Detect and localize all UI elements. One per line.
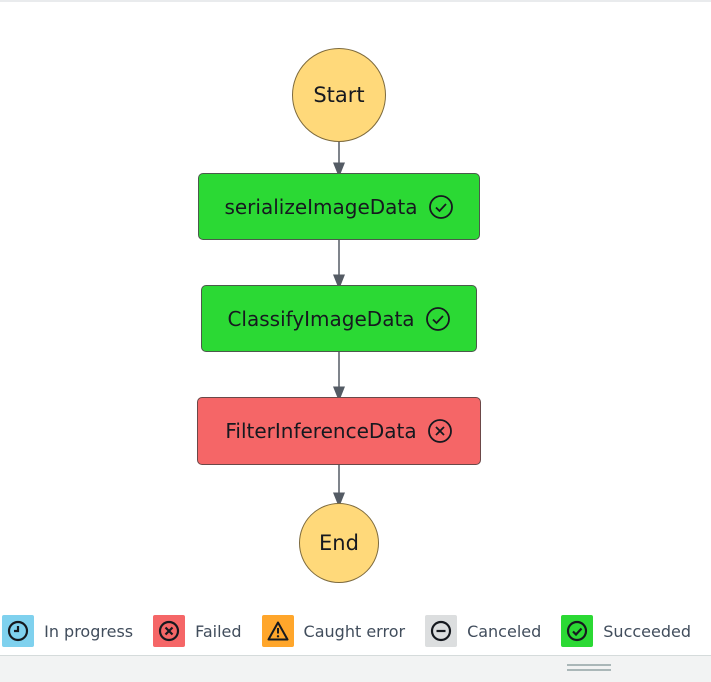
end-label: End xyxy=(319,531,359,555)
resize-handle[interactable] xyxy=(567,664,611,674)
start-label: Start xyxy=(313,83,365,107)
graph-connectors xyxy=(333,141,345,508)
state-serialize-image-data[interactable]: serializeImageData xyxy=(198,173,480,240)
state-label: serializeImageData xyxy=(224,194,418,219)
state-classify-image-data[interactable]: ClassifyImageData xyxy=(201,285,477,352)
legend-caught-error: Caught error xyxy=(261,615,406,647)
top-border xyxy=(0,0,711,2)
legend-in-progress: In progress xyxy=(2,615,133,647)
legend-canceled: Canceled xyxy=(425,615,541,647)
legend-label: Failed xyxy=(195,621,242,641)
legend-divider xyxy=(0,655,711,656)
warning-icon xyxy=(261,615,294,647)
clock-icon xyxy=(2,615,35,647)
check-circle-icon xyxy=(561,615,594,647)
minus-circle-icon xyxy=(425,615,458,647)
x-circle-icon xyxy=(153,615,186,647)
status-legend: In progress Failed Caught error Can xyxy=(0,607,711,655)
end-node[interactable]: End xyxy=(299,503,379,583)
legend-succeeded: Succeeded xyxy=(561,615,691,647)
legend-label: Caught error xyxy=(303,621,406,641)
state-label: ClassifyImageData xyxy=(227,306,415,331)
legend-label: Canceled xyxy=(467,621,542,641)
check-circle-icon xyxy=(428,194,454,220)
x-circle-icon xyxy=(427,418,453,444)
check-circle-icon xyxy=(425,306,451,332)
legend-label: In progress xyxy=(44,621,134,641)
start-node[interactable]: Start xyxy=(292,48,386,142)
legend-failed: Failed xyxy=(153,615,242,647)
legend-label: Succeeded xyxy=(603,621,691,641)
state-filter-inference-data[interactable]: FilterInferenceData xyxy=(197,397,481,465)
state-machine-graph: Start serializeImageData ClassifyImageDa… xyxy=(197,48,481,583)
state-label: FilterInferenceData xyxy=(225,419,417,443)
